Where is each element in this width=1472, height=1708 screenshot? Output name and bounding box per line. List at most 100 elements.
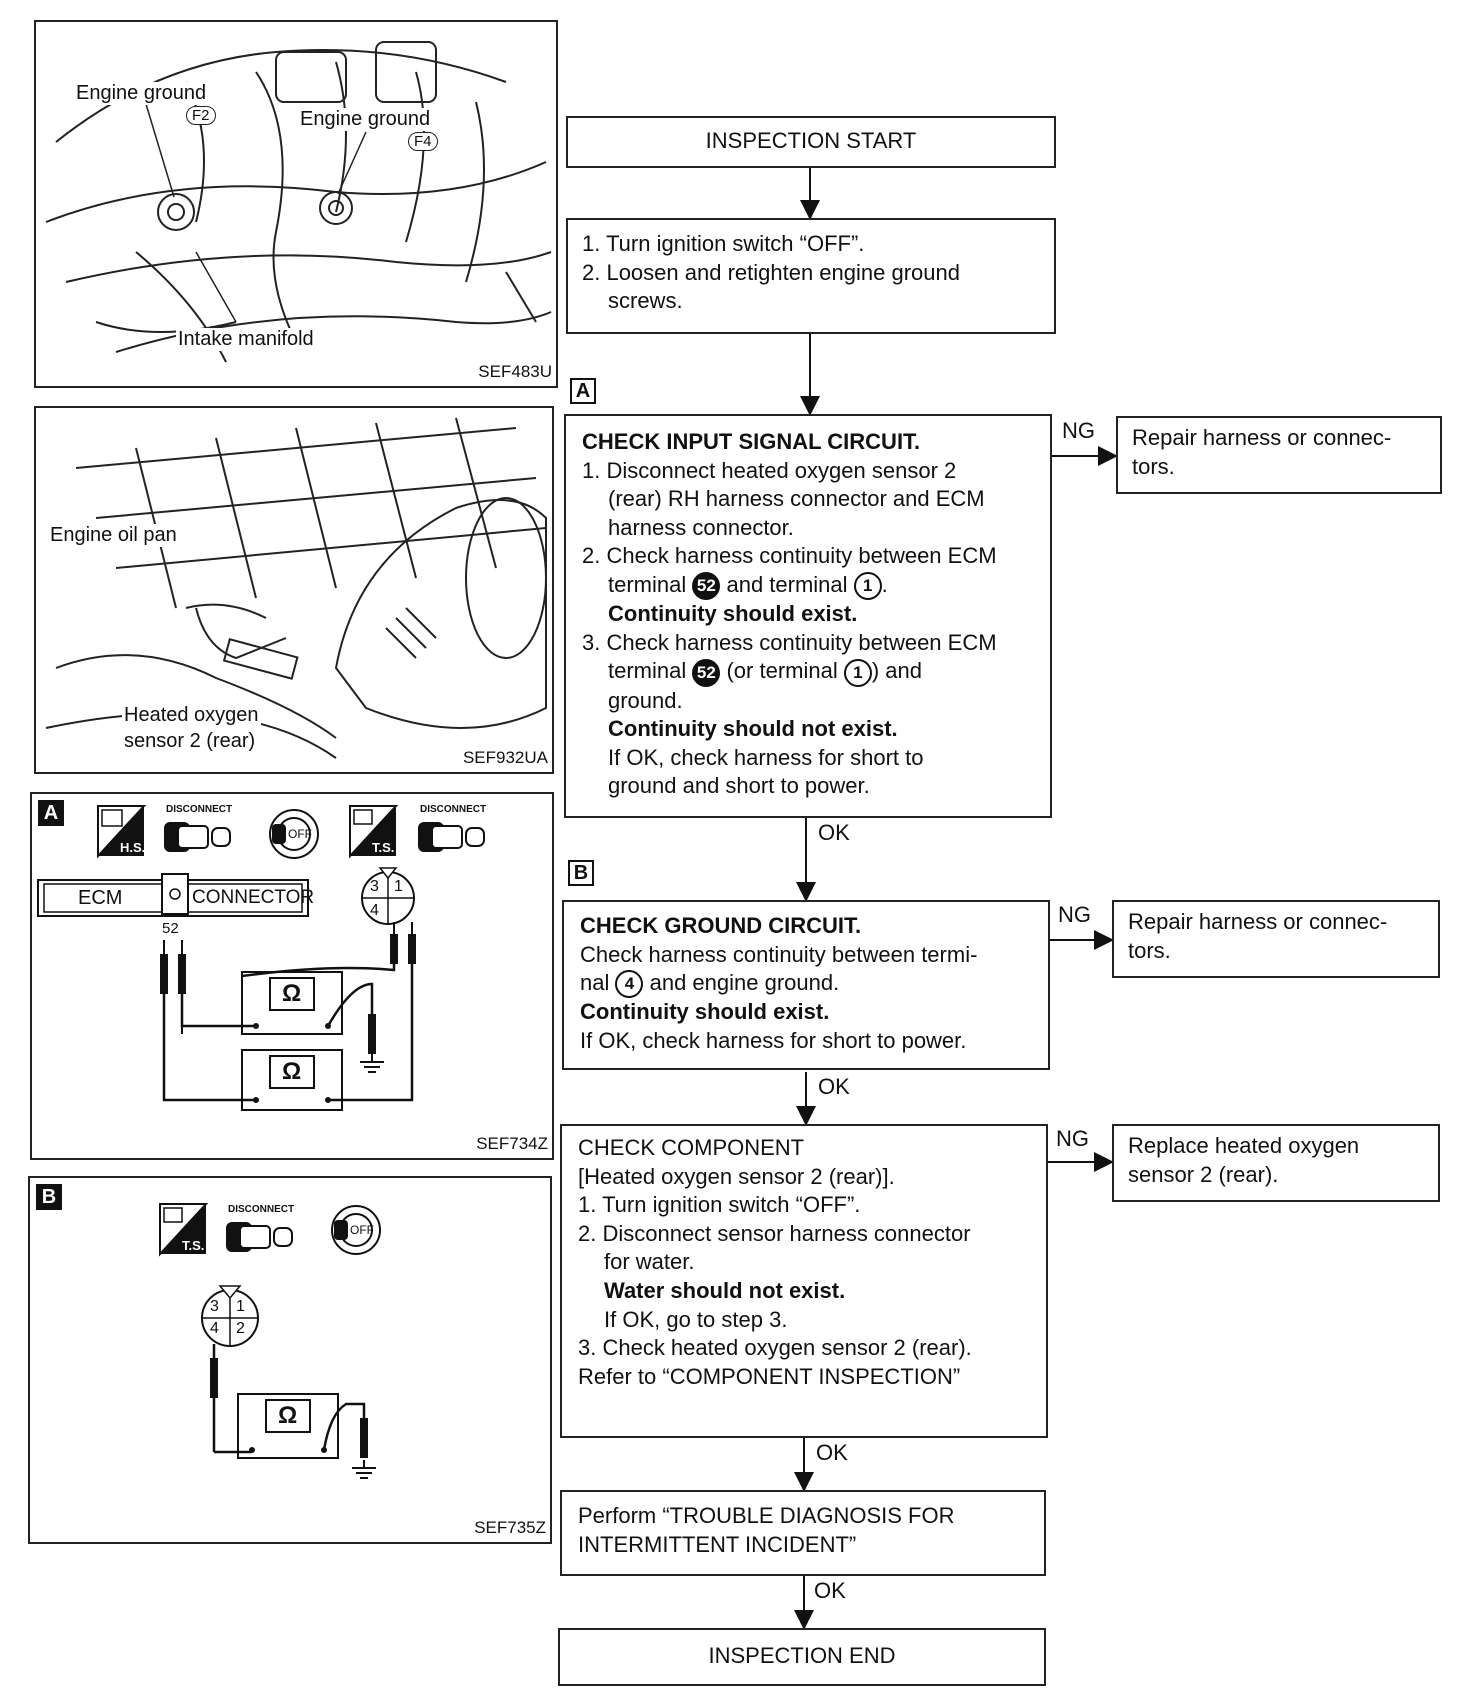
ohm-lower: Ω	[282, 1058, 302, 1085]
ts-label-2: T.S.	[182, 1238, 205, 1253]
step-a-line12: ground and short to power.	[608, 773, 870, 799]
connector-label: CONNECTOR	[192, 887, 315, 908]
step-a-line2: (rear) RH harness connector and ECM	[608, 486, 985, 512]
ng-label-c: NG	[1056, 1126, 1089, 1151]
figure-b-wiring: B	[28, 1176, 552, 1544]
box-step-b: CHECK GROUND CIRCUIT. Check harness cont…	[562, 900, 1050, 1070]
step-b-line2: nal 4 and engine ground.	[580, 969, 1032, 999]
repair-b-line1: Repair harness or connec-	[1128, 909, 1388, 934]
box-repair-b: Repair harness or connec- tors.	[1112, 900, 1440, 978]
ecm-label: ECM	[78, 887, 123, 909]
step-a-line3: harness connector.	[608, 514, 794, 540]
off-label-1: OFF	[288, 827, 312, 841]
step-b-line2-part1: nal	[580, 970, 616, 996]
label-intake-manifold: Intake manifold	[176, 328, 316, 351]
figure-code-sef735z: SEF735Z	[474, 1518, 546, 1537]
step-a-line11: If OK, check harness for short to	[608, 744, 924, 770]
repair-a-line2: tors.	[1132, 453, 1175, 479]
perform-line1: Perform “TROUBLE DIAGNOSIS FOR	[578, 1503, 955, 1528]
disconnect-label-1: DISCONNECT	[166, 804, 233, 815]
ohm-upper: Ω	[282, 980, 302, 1007]
step-a-line9: ground.	[608, 687, 683, 713]
ts-label-1: T.S.	[372, 840, 395, 855]
step-a-line7: 3. Check harness continuity between ECM	[582, 629, 997, 655]
step-b-line4: If OK, check harness for short to power.	[580, 1027, 967, 1053]
step1-line2: 2. Loosen and retighten engine ground	[582, 259, 960, 285]
step-c-line5: Water should not exist.	[604, 1277, 846, 1303]
box-step1: 1. Turn ignition switch “OFF”. 2. Loosen…	[566, 218, 1056, 334]
pin-2-label-b: 2	[236, 1320, 245, 1337]
step-c-title: CHECK COMPONENT	[578, 1135, 805, 1160]
box-repair-a: Repair harness or connec- tors.	[1116, 416, 1442, 494]
step-a-title: CHECK INPUT SIGNAL CIRCUIT.	[582, 429, 921, 454]
step-a-line1: 1. Disconnect heated oxygen sensor 2	[582, 457, 957, 483]
step-b-line1: Check harness continuity between termi-	[580, 941, 978, 967]
figure-a-tag: A	[38, 800, 64, 826]
step-a-line10: Continuity should not exist.	[608, 716, 898, 742]
figure-a-circuit	[37, 805, 485, 1111]
label-engine-ground-f2: Engine ground	[74, 82, 209, 105]
off-label-2: OFF	[350, 1223, 374, 1237]
pin-4-label-b: 4	[210, 1320, 219, 1337]
step-c-line6: If OK, go to step 3.	[604, 1306, 788, 1332]
figure-b-tag: B	[36, 1184, 62, 1210]
step-b-title: CHECK GROUND CIRCUIT.	[580, 913, 862, 938]
figure-oxygen-sensor: Engine oil pan Heated oxygen sensor 2 (r…	[34, 406, 554, 774]
oxygen-sensor-illustration	[45, 417, 547, 759]
figure-code-sef932ua: SEF932UA	[462, 748, 548, 767]
terminal-1-circle-2: 1	[843, 658, 872, 687]
ok-label-c: OK	[816, 1440, 848, 1465]
box-inspection-end: INSPECTION END	[558, 1628, 1046, 1686]
step-a-line5-part3: .	[881, 571, 888, 597]
step-a-line8-part3: ) and	[871, 658, 922, 684]
inspection-start-text: INSPECTION START	[705, 128, 917, 153]
pin-3-label: 3	[370, 878, 379, 895]
label-heated-oxygen: Heated oxygen	[122, 704, 261, 727]
ng-label-b: NG	[1058, 902, 1091, 927]
step-a-line8-part2: (or terminal	[720, 658, 844, 684]
step-a-line5: terminal 52 and terminal 1.	[582, 571, 1034, 601]
terminal-1-circle-1: 1	[853, 572, 882, 601]
figure-code-sef734z: SEF734Z	[476, 1134, 548, 1153]
pin-1-label: 1	[394, 878, 403, 895]
label-f4: F4	[408, 132, 438, 151]
terminal-52-circle-2: 52	[692, 658, 721, 687]
pin-3-label-b: 3	[210, 1298, 219, 1315]
step-a-line8: terminal 52 (or terminal 1) and	[582, 657, 1034, 687]
step-c-line7: 3. Check heated oxygen sensor 2 (rear).	[578, 1335, 972, 1361]
inspection-end-text: INSPECTION END	[708, 1643, 896, 1668]
terminal-4-circle: 4	[615, 970, 644, 999]
ok-label-b: OK	[818, 1074, 850, 1099]
perform-line2: INTERMITTENT INCIDENT”	[578, 1531, 857, 1557]
flow-tag-a: A	[570, 378, 596, 404]
terminal-52-circle-1: 52	[692, 572, 721, 601]
replace-c-line1: Replace heated oxygen	[1128, 1133, 1360, 1158]
pin-1-label-b: 1	[236, 1298, 245, 1315]
step-a-line6: Continuity should exist.	[608, 601, 858, 627]
step1-line1: 1. Turn ignition switch “OFF”.	[582, 231, 865, 256]
step-a-line8-part1: terminal	[608, 658, 693, 684]
replace-c-line2: sensor 2 (rear).	[1128, 1161, 1279, 1187]
step-c-line8: Refer to “COMPONENT INSPECTION”	[578, 1363, 961, 1389]
step-a-line5-part2: and terminal	[720, 571, 854, 597]
box-step-c: CHECK COMPONENT [Heated oxygen sensor 2 …	[560, 1124, 1048, 1438]
repair-a-line1: Repair harness or connec-	[1132, 425, 1392, 450]
step-c-line1: [Heated oxygen sensor 2 (rear)].	[578, 1163, 895, 1189]
pin-52-label: 52	[162, 920, 179, 937]
disconnect-label-3: DISCONNECT	[228, 1204, 295, 1215]
step-b-line3: Continuity should exist.	[580, 999, 830, 1025]
step-b-line2-part2: and engine ground.	[643, 970, 840, 996]
hs-label: H.S.	[120, 840, 146, 855]
repair-b-line2: tors.	[1128, 937, 1171, 963]
pin-4-label: 4	[370, 902, 379, 919]
figure-engine-ground: Engine ground F2 Engine ground F4 Intake…	[34, 20, 558, 388]
step-a-line4: 2. Check harness continuity between ECM	[582, 543, 997, 569]
step-c-line4: for water.	[604, 1249, 695, 1275]
ok-label-a: OK	[818, 820, 850, 845]
box-replace-c: Replace heated oxygen sensor 2 (rear).	[1112, 1124, 1440, 1202]
step1-line3: screws.	[608, 288, 683, 314]
box-perform: Perform “TROUBLE DIAGNOSIS FOR INTERMITT…	[560, 1490, 1046, 1576]
figure-a-wiring: A	[30, 792, 554, 1160]
figure-b-circuit	[159, 1203, 381, 1479]
label-engine-ground-f4: Engine ground	[298, 108, 433, 131]
